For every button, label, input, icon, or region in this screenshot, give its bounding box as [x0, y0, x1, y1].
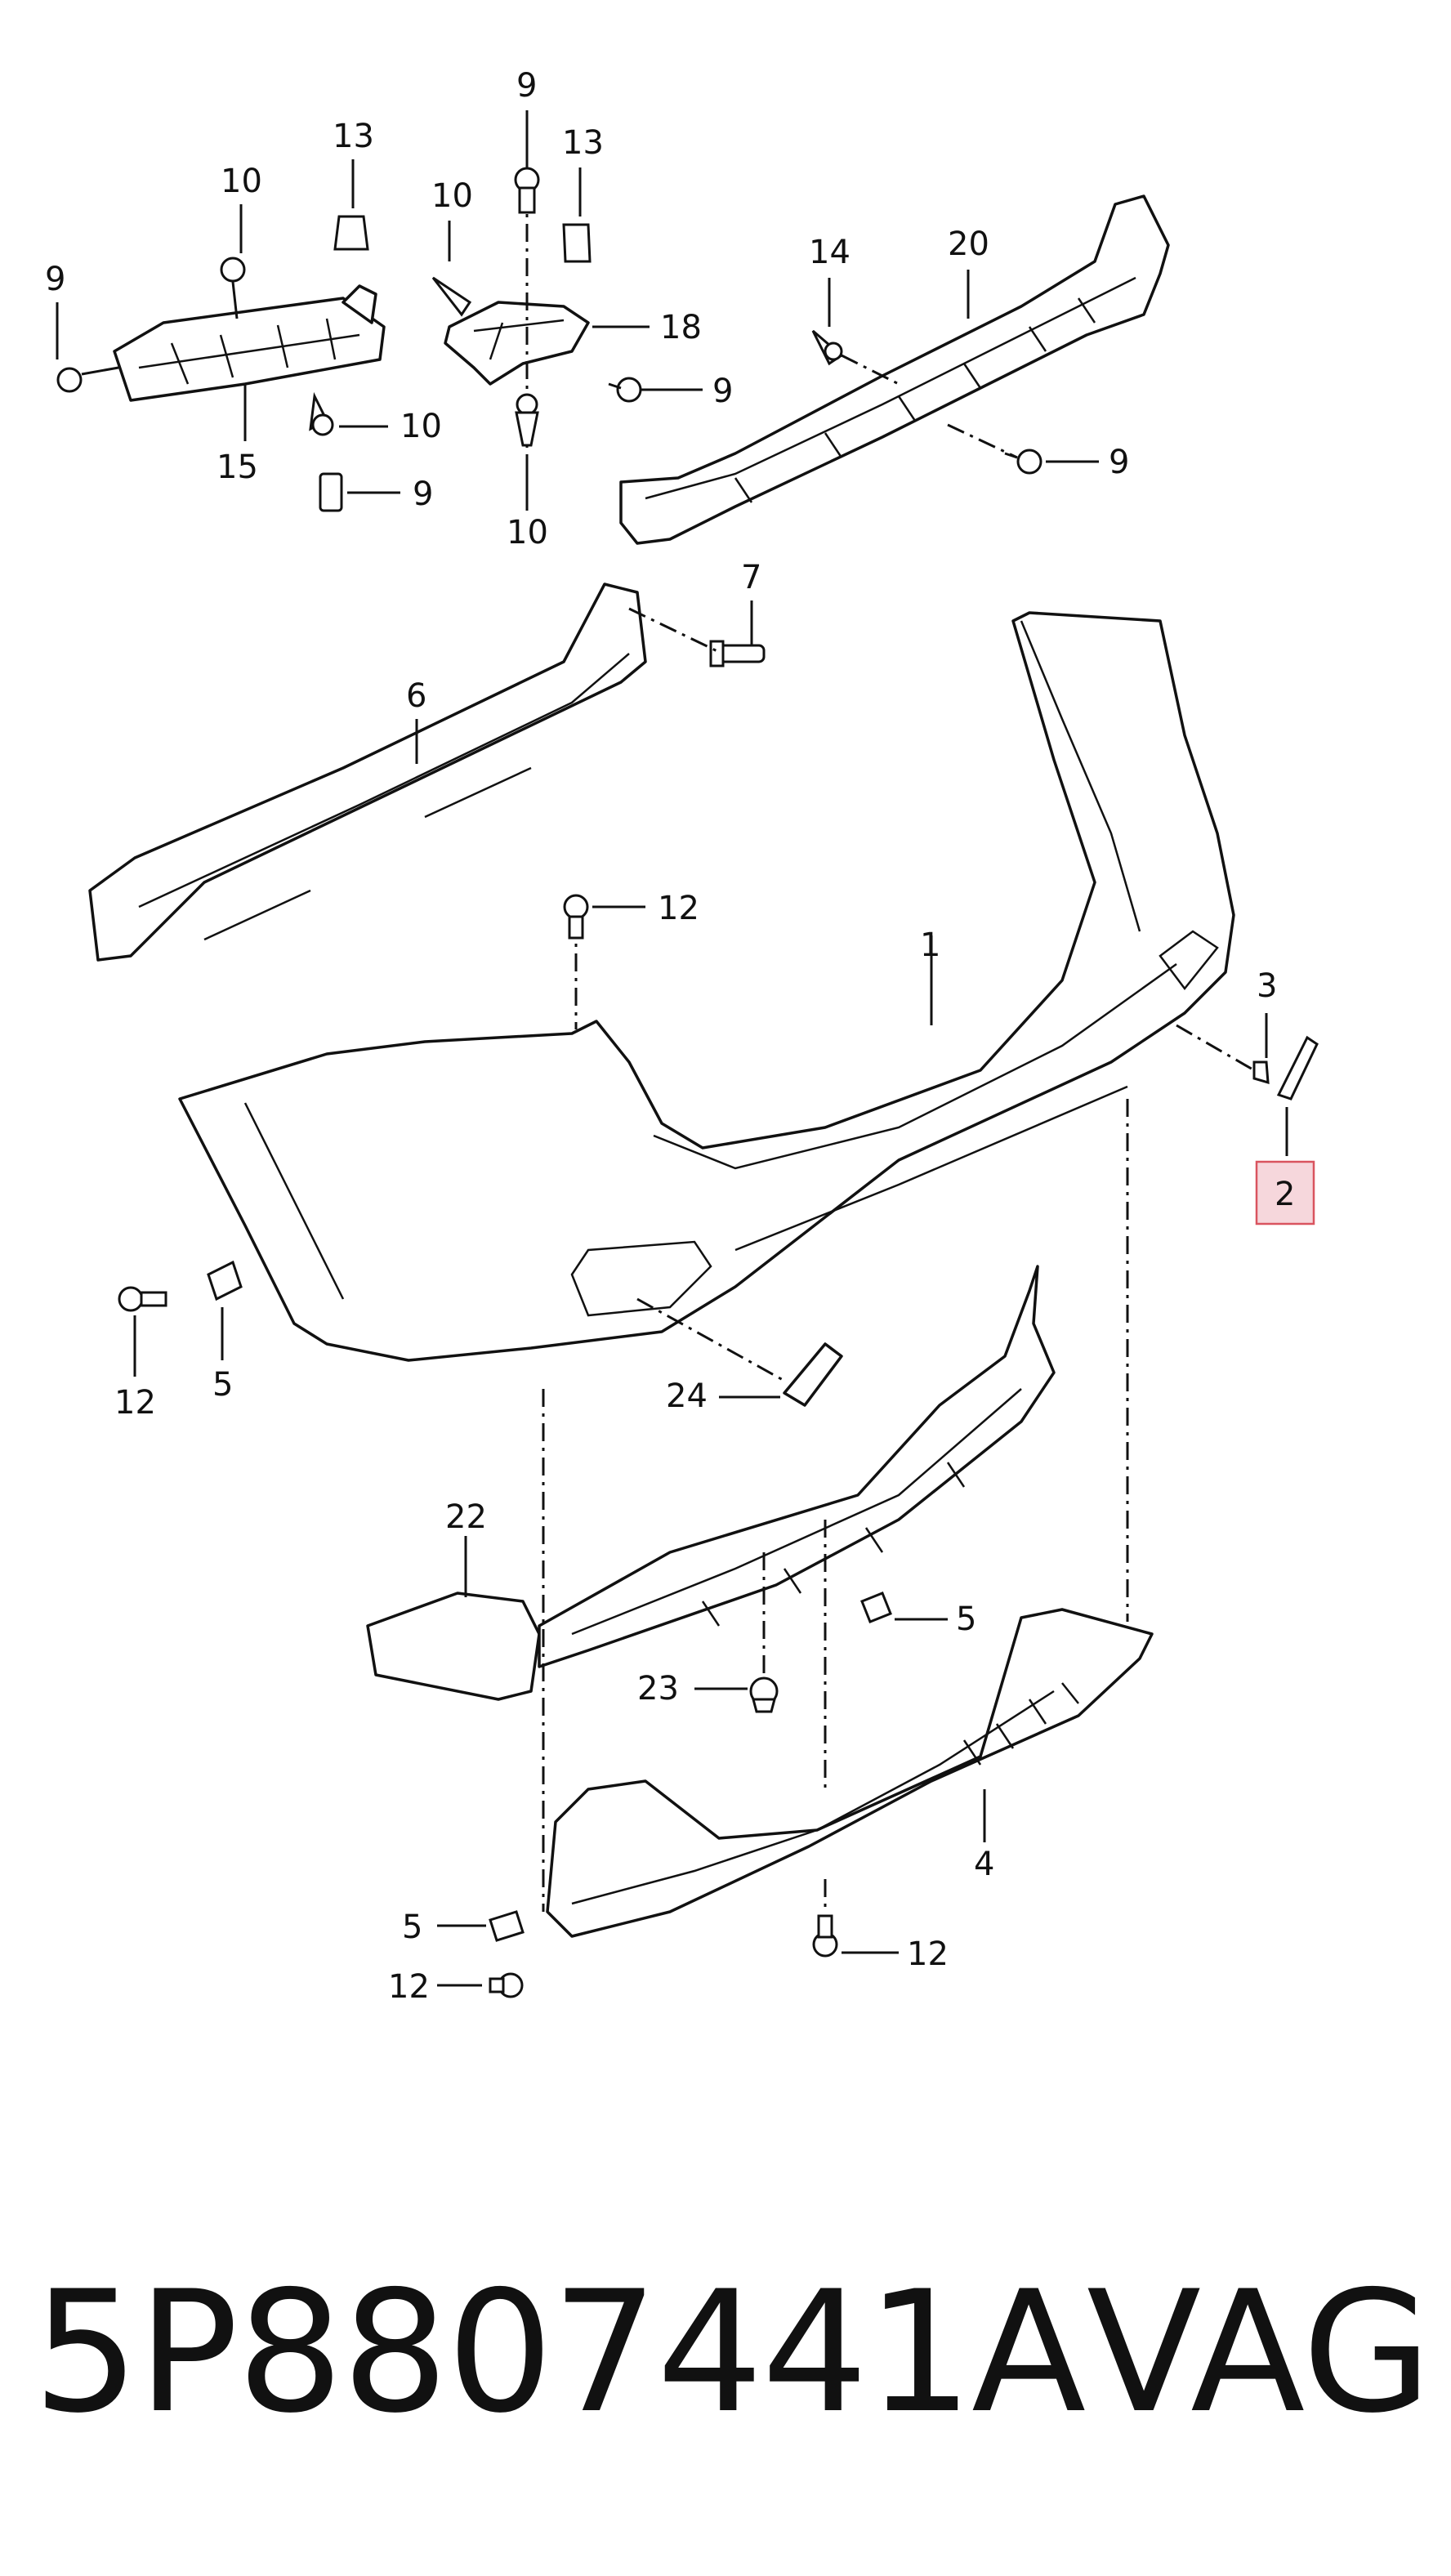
clip-10-a [220, 257, 246, 319]
clip-10-d [515, 393, 539, 447]
callout-5: 5 [402, 1909, 422, 1946]
screw-12-bottom-left [489, 1972, 524, 1998]
energy-absorber-20 [619, 194, 1170, 545]
screw-9-b [319, 472, 343, 512]
tow-eye-cap-2 [1276, 1035, 1319, 1100]
callout-24: 24 [666, 1377, 708, 1415]
callout-18: 18 [660, 309, 702, 346]
callout-9: 9 [1109, 444, 1129, 481]
brand-name: VAG [1087, 2256, 1432, 2450]
callout-12: 12 [114, 1384, 156, 1422]
clip-13-a [333, 215, 369, 251]
callout-9: 9 [45, 261, 65, 298]
screw-12-left [118, 1286, 167, 1312]
screw-9-c [514, 167, 540, 214]
callout-2: 2 [1275, 1176, 1295, 1213]
callout-10: 10 [507, 514, 548, 551]
bracket-left-15 [113, 284, 386, 402]
grille-24 [783, 1342, 843, 1407]
nut-5-mid [860, 1592, 892, 1623]
clip-10-b [309, 391, 334, 436]
callout-13: 13 [562, 124, 604, 162]
nut-5-bottom [489, 1910, 525, 1942]
callout-9: 9 [516, 67, 537, 105]
callout-9: 9 [712, 373, 733, 410]
screw-9-e [1004, 449, 1042, 475]
callout-10: 10 [221, 163, 262, 200]
bumper-cover-1 [178, 611, 1235, 1362]
callout-4: 4 [974, 1846, 994, 1883]
callout-20: 20 [948, 225, 989, 263]
callout-7: 7 [741, 559, 761, 596]
callout-3: 3 [1257, 967, 1277, 1005]
callout-5: 5 [956, 1601, 976, 1638]
callout-6: 6 [406, 677, 426, 715]
callout-10: 10 [400, 408, 442, 445]
callout-9: 9 [413, 475, 433, 513]
callout-13: 13 [333, 118, 374, 155]
clip-13-b [562, 223, 592, 263]
bumper-reinforcement-6 [88, 583, 647, 962]
bolt-7 [709, 640, 766, 667]
callout-12: 12 [388, 1968, 430, 2006]
callout-23: 23 [637, 1670, 679, 1708]
part-number: 5P8807441A [33, 2256, 1086, 2450]
clip-10-c [431, 276, 472, 317]
callout-2-highlighted: 2 [1255, 1160, 1315, 1225]
callout-5: 5 [212, 1366, 233, 1404]
callout-22: 22 [445, 1498, 487, 1536]
clip-14 [811, 329, 844, 366]
screw-12-top [563, 894, 589, 940]
bracket-center-18 [444, 301, 590, 386]
clip-23 [749, 1676, 779, 1713]
callout-15: 15 [217, 449, 258, 486]
callout-10: 10 [431, 177, 473, 215]
callout-12: 12 [907, 1935, 949, 1973]
callout-12: 12 [658, 890, 699, 927]
exploded-parts-diagram: 9 10 13 15 10 9 9 13 10 18 9 10 14 20 9 … [45, 67, 1319, 2006]
screw-9-d [608, 377, 642, 403]
nut-5-left [207, 1260, 243, 1301]
screw-9-a [56, 366, 119, 393]
callout-1: 1 [920, 926, 940, 964]
cap-3 [1252, 1060, 1270, 1085]
diffuser-4 [546, 1608, 1154, 1938]
callout-14: 14 [809, 234, 851, 271]
screw-12-bottom-right [812, 1914, 838, 1958]
part-caption: 5P8807441A VAG [33, 2256, 1432, 2476]
carrier-22 [366, 1265, 1056, 1701]
